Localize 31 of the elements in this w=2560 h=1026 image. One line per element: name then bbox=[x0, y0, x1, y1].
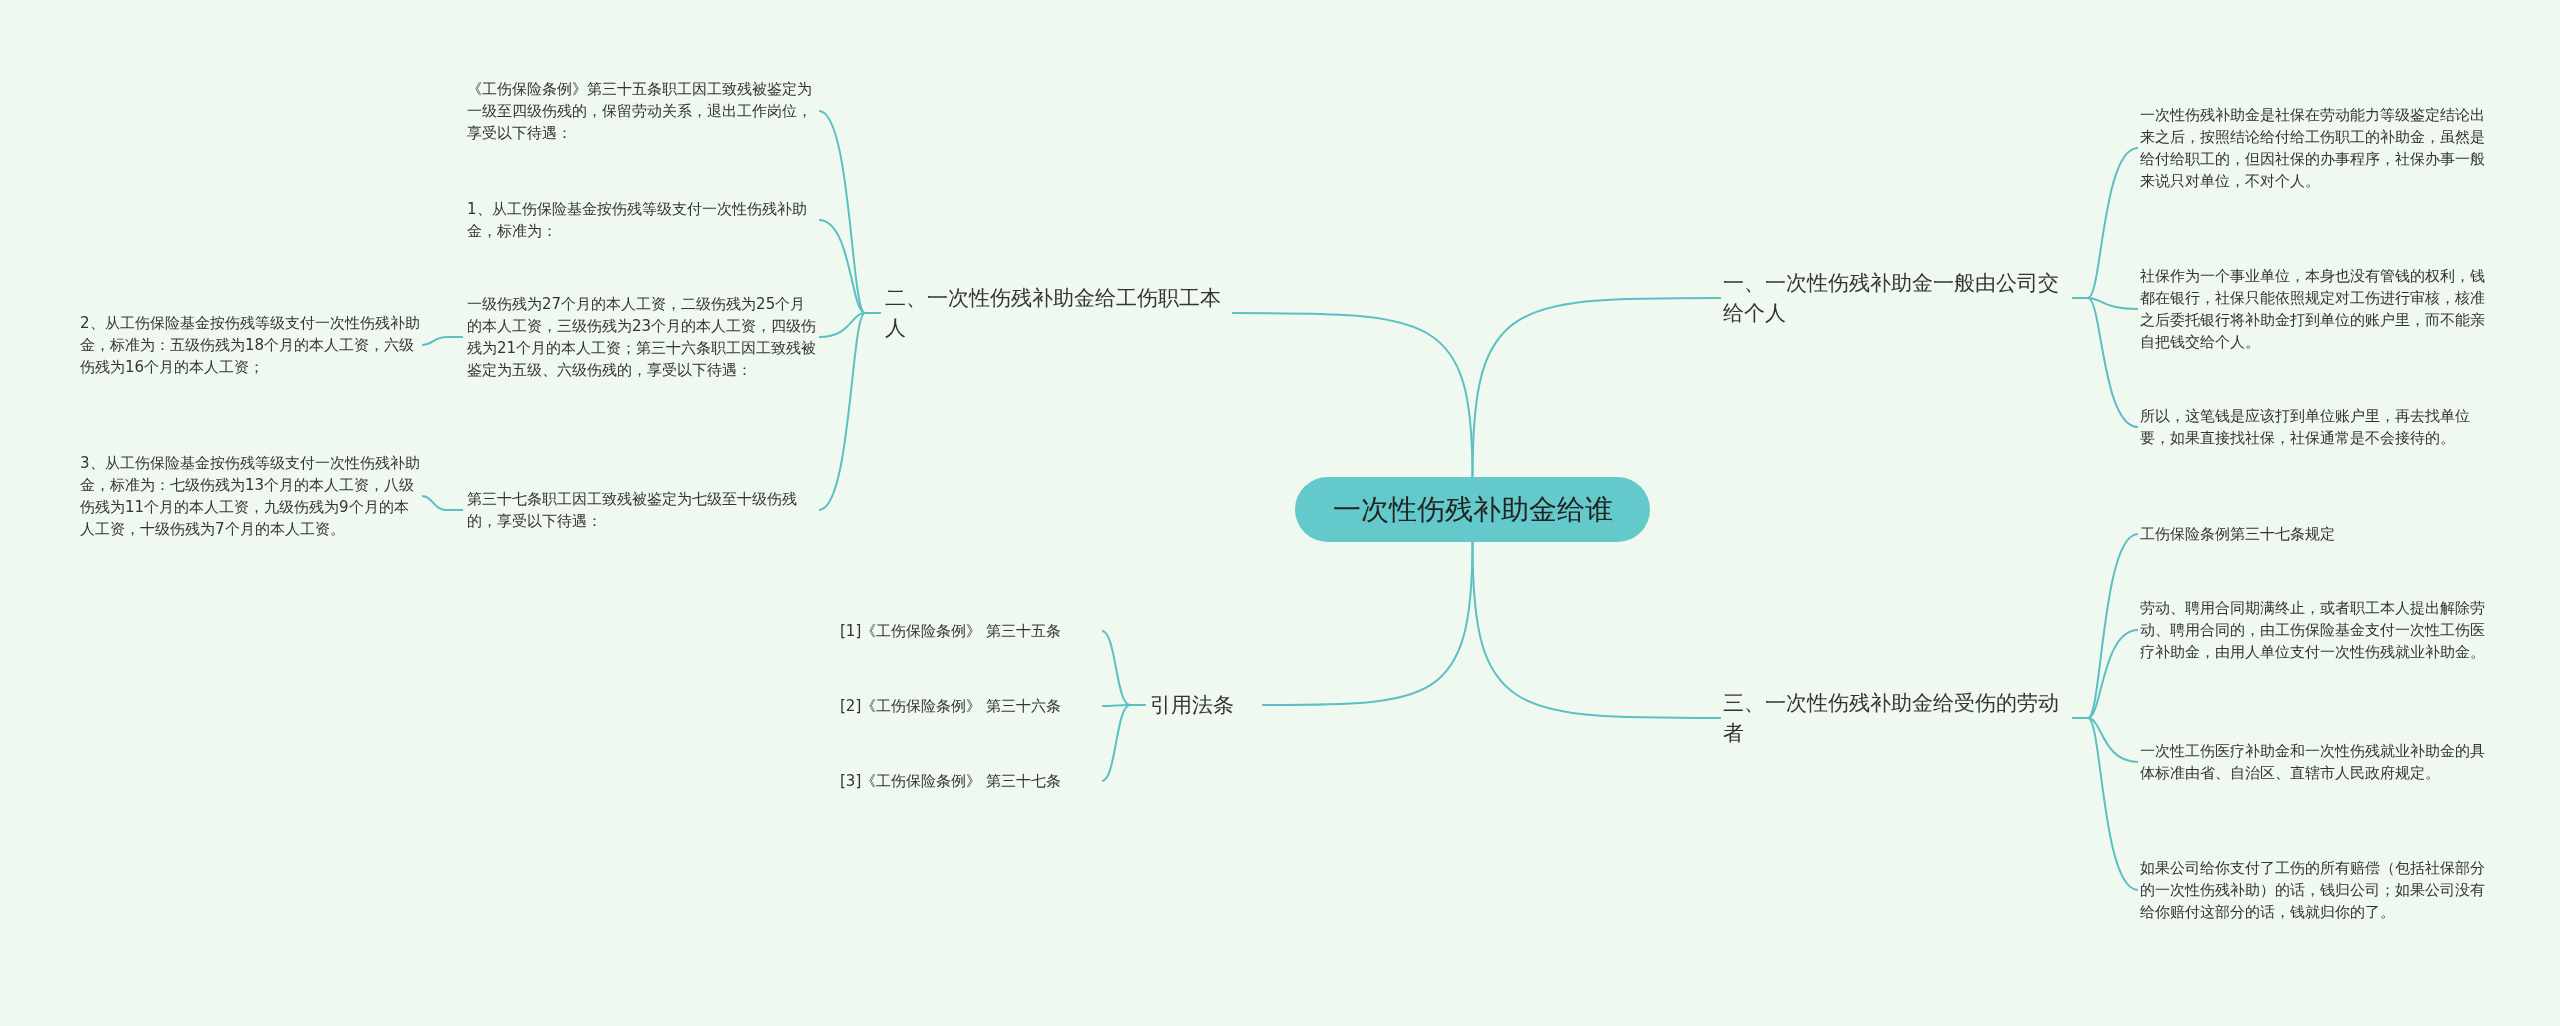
connector-line bbox=[1101, 704, 1147, 782]
connector-line bbox=[1471, 297, 1722, 478]
connector-line bbox=[818, 312, 882, 511]
branch-topic: 二、一次性伤残补助金给工伤职工本人 bbox=[885, 283, 1230, 343]
note-text: 1、从工伤保险基金按伤残等级支付一次性伤残补助金，标准为： bbox=[467, 198, 817, 242]
connector-line bbox=[2071, 717, 2139, 891]
reference-text: [1]《工伤保险条例》 第三十五条 bbox=[840, 620, 1100, 642]
connector-line bbox=[2071, 297, 2139, 428]
note-text: 如果公司给你支付了工伤的所有赔偿（包括社保部分的一次性伤残补助）的话，钱归公司；如果公司没有给你赔付这部分的话，钱就归你的了。 bbox=[2140, 857, 2490, 923]
note-text: 所以，这笔钱是应该打到单位账户里，再去找单位要，如果直接找社保，社保通常是不会接待的。 bbox=[2140, 405, 2490, 449]
reference-text: [3]《工伤保险条例》 第三十七条 bbox=[840, 770, 1100, 792]
note-text: 工伤保险条例第三十七条规定 bbox=[2140, 523, 2490, 545]
note-text: 《工伤保险条例》第三十五条职工因工致残被鉴定为一级至四级伤残的，保留劳动关系，退出工作岗位，享受以下待遇： bbox=[467, 78, 817, 144]
reference-text: [2]《工伤保险条例》 第三十六条 bbox=[840, 695, 1100, 717]
note-text: 第三十七条职工因工致残被鉴定为七级至十级伤残的，享受以下待遇： bbox=[467, 488, 817, 532]
connector-line bbox=[1231, 312, 1474, 478]
note-text: 一级伤残为27个月的本人工资，二级伤残为25个月的本人工资，三级伤残为23个月的本人工资，四级伤残为21个月的本人工资；第三十六条职工因工致残被鉴定为五级、六级伤残的，享受以下待遇： bbox=[467, 293, 817, 381]
connector-line bbox=[1261, 541, 1474, 706]
connector-line bbox=[421, 336, 464, 346]
connector-line bbox=[1471, 541, 1722, 719]
branch-topic: 三、一次性伤残补助金给受伤的劳动者 bbox=[1723, 688, 2068, 748]
note-text: 一次性伤残补助金是社保在劳动能力等级鉴定结论出来之后，按照结论给付给工伤职工的补助金，虽然是给付给职工的，但因社保的办事程序，社保办事一般来说只对单位，不对个人。 bbox=[2140, 104, 2490, 192]
note-text: 一次性工伤医疗补助金和一次性伤残就业补助金的具体标准由省、自治区、直辖市人民政府规定。 bbox=[2140, 740, 2490, 784]
note-text: 3、从工伤保险基金按伤残等级支付一次性伤残补助金，标准为：七级伤残为13个月的本人工资，八级伤残为11个月的本人工资，九级伤残为9个月的本人工资，十级伤残为7个月的本人工资。 bbox=[80, 452, 420, 540]
note-text: 劳动、聘用合同期满终止，或者职工本人提出解除劳动、聘用合同的，由工伤保险基金支付一次性工伤医疗补助金，由用人单位支付一次性伤残就业补助金。 bbox=[2140, 597, 2490, 663]
note-text: 2、从工伤保险基金按伤残等级支付一次性伤残补助金，标准为：五级伤残为18个月的本人工资，六级伤残为16个月的本人工资； bbox=[80, 312, 420, 378]
branch-topic: 引用法条 bbox=[1150, 690, 1260, 720]
note-text: 社保作为一个事业单位，本身也没有管钱的权利，钱都在银行，社保只能依照规定对工伤进行审核，核准之后委托银行将补助金打到单位的账户里，而不能亲自把钱交给个人。 bbox=[2140, 265, 2490, 353]
central-topic: 一次性伤残补助金给谁 bbox=[1295, 477, 1650, 542]
connector-line bbox=[421, 495, 464, 511]
branch-topic: 一、一次性伤残补助金一般由公司交给个人 bbox=[1723, 268, 2068, 328]
